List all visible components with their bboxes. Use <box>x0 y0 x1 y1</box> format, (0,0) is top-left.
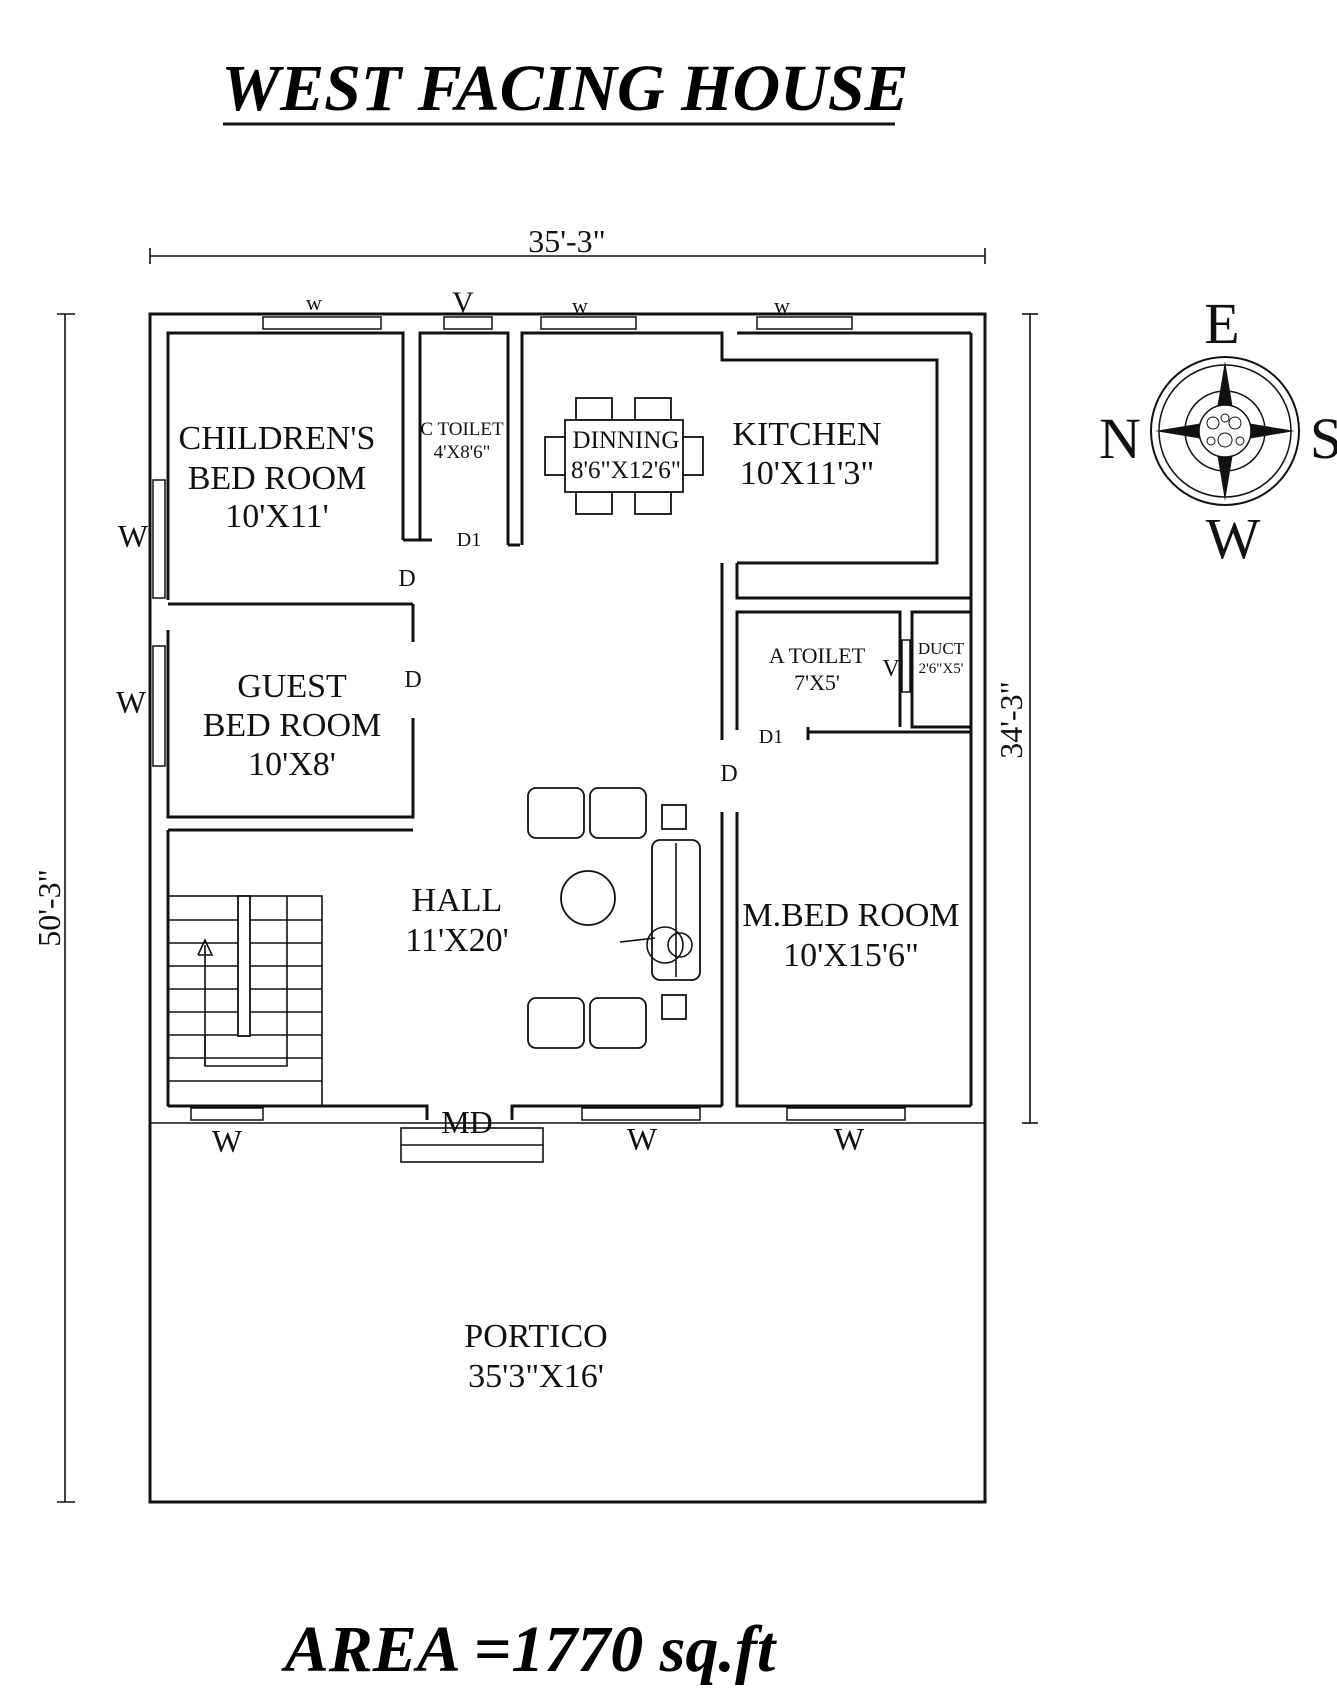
a-toilet-size: 7'X5' <box>794 670 840 695</box>
duct-name: DUCT <box>918 639 965 658</box>
window-label-left-2: W <box>116 684 147 720</box>
main-door-label: MD <box>441 1104 493 1140</box>
hall-size: 11'X20' <box>405 922 509 959</box>
door-label-c-toilet: D1 <box>457 529 481 551</box>
portico-size: 35'3"X16' <box>468 1358 604 1395</box>
window-left-2 <box>152 645 166 767</box>
dimension-length: 50'-3" <box>31 313 75 1503</box>
door-label-a-toilet: D1 <box>759 726 783 748</box>
compass-south: S <box>1310 406 1337 471</box>
ventilator-label-a-toilet: V <box>882 656 900 682</box>
plot-boundary <box>148 312 987 1504</box>
dining-table <box>544 397 704 515</box>
window-label-top-2: w <box>572 293 588 318</box>
dimension-house-length-label: 34'-3" <box>993 681 1029 758</box>
children-bed-name1: CHILDREN'S <box>179 420 376 457</box>
window-bottom-2 <box>581 1107 701 1121</box>
guest-bed-size: 10'X8' <box>248 746 336 783</box>
a-toilet-name: A TOILET <box>769 643 866 668</box>
page-title: WEST FACING HOUSE <box>221 52 908 125</box>
window-label-top-1: w <box>306 290 322 315</box>
area-label: AREA =1770 sq.ft <box>281 1613 777 1686</box>
windows <box>152 316 911 1121</box>
window-label-bottom-3: W <box>834 1121 865 1157</box>
window-top-2 <box>540 316 637 330</box>
compass-north: N <box>1099 406 1141 471</box>
window-label-bottom-1: W <box>212 1123 243 1159</box>
window-bottom-3 <box>786 1107 906 1121</box>
guest-bed-name2: BED ROOM <box>203 707 382 744</box>
hall-furniture <box>527 787 701 1049</box>
dimension-width: 35'-3" <box>149 223 986 264</box>
window-left-1 <box>152 479 166 599</box>
kitchen-name: KITCHEN <box>732 416 881 453</box>
window-top-1 <box>262 316 382 330</box>
compass-east: E <box>1204 291 1239 356</box>
dinning-size: 8'6"X12'6" <box>571 457 681 484</box>
ventilator-label-top: V <box>452 286 474 319</box>
window-bottom-1 <box>190 1107 264 1121</box>
window-label-top-3: w <box>774 293 790 318</box>
dimension-house-length: 34'-3" <box>993 313 1038 1124</box>
kitchen-size: 10'X11'3" <box>740 455 874 492</box>
door-label-master: D <box>720 761 737 787</box>
dinning-name: DINNING <box>573 427 680 454</box>
window-label-bottom-2: W <box>627 1121 658 1157</box>
door-label-children: D <box>398 566 415 592</box>
staircase <box>167 895 323 1107</box>
walls <box>166 331 973 1120</box>
ventilator-top <box>443 316 493 330</box>
duct-size: 2'6"X5' <box>919 661 964 677</box>
compass-icon <box>1150 356 1300 506</box>
master-bed-size: 10'X15'6" <box>783 937 919 974</box>
ventilator-a-toilet <box>901 639 911 693</box>
window-top-3 <box>756 316 853 330</box>
window-label-left-1: W <box>118 518 149 554</box>
hall-name: HALL <box>412 882 503 919</box>
children-bed-name2: BED ROOM <box>188 460 367 497</box>
portico-name: PORTICO <box>464 1318 607 1355</box>
c-toilet-name: C TOILET <box>420 419 504 440</box>
guest-bed-name1: GUEST <box>237 668 347 705</box>
compass-west: W <box>1206 506 1261 571</box>
children-bed-size: 10'X11' <box>225 498 329 535</box>
door-label-guest: D <box>404 667 421 693</box>
master-bed-name: M.BED ROOM <box>742 897 959 934</box>
c-toilet-size: 4'X8'6" <box>434 442 491 463</box>
dimension-length-label: 50'-3" <box>31 869 67 946</box>
main-door-step <box>400 1127 544 1163</box>
dimension-width-label: 35'-3" <box>528 223 605 259</box>
